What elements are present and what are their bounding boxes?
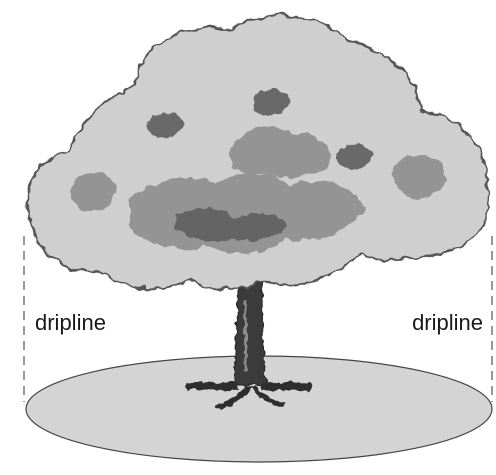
tree-canopy: [25, 14, 490, 290]
dripline-label-right: dripline: [409, 311, 486, 335]
tree-trunk: [233, 279, 267, 386]
tree-roots: [185, 382, 312, 410]
dripline-label-left: dripline: [32, 311, 109, 335]
